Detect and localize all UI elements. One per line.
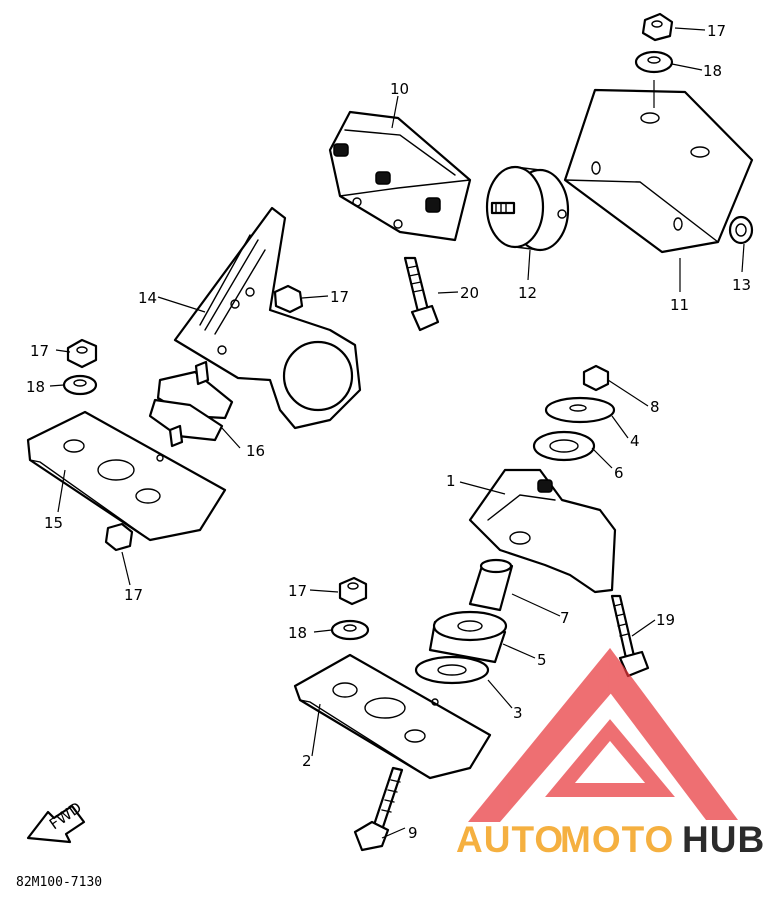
callout-8: 8 — [650, 398, 660, 416]
part-2-lower-plate — [293, 653, 492, 780]
part-11-cover — [563, 88, 754, 254]
part-16-rubber-mount — [148, 360, 234, 448]
callout-4: 4 — [630, 432, 640, 450]
callout-18-left: 18 — [26, 378, 45, 396]
part-12-round-unit — [485, 165, 570, 252]
callout-12: 12 — [518, 284, 537, 302]
callout-9: 9 — [408, 824, 418, 842]
callout-15: 15 — [44, 514, 63, 532]
callout-6: 6 — [614, 464, 624, 482]
callout-numbers: 17 18 10 11 13 12 20 14 17 17 18 16 15 1… — [26, 22, 751, 842]
part-18-left-washer — [62, 374, 98, 396]
callout-17-lower-left: 17 — [124, 586, 143, 604]
part-7-sleeve — [468, 558, 514, 612]
callout-7: 7 — [560, 609, 570, 627]
callout-17-upper-right: 17 — [330, 288, 349, 306]
watermark-logo-icon — [468, 648, 738, 822]
callout-17-left: 17 — [30, 342, 49, 360]
callout-14: 14 — [138, 289, 157, 307]
part-17-right-nut-upper — [273, 284, 304, 314]
callout-17-lower-middle: 17 — [288, 582, 307, 600]
callout-20: 20 — [460, 284, 479, 302]
part-4-washer — [544, 396, 616, 424]
part-14-stay — [173, 206, 362, 430]
leader-lines — [49, 27, 745, 839]
part-17-top-nut — [641, 12, 674, 42]
callout-11: 11 — [670, 296, 689, 314]
callout-16: 16 — [246, 442, 265, 460]
callout-2: 2 — [302, 752, 312, 770]
part-3-washer — [414, 655, 490, 685]
callout-19: 19 — [656, 611, 675, 629]
part-6-spacer — [532, 430, 596, 462]
part-17-left-nut — [66, 338, 98, 369]
part-17-lower-middle-nut — [338, 576, 368, 606]
diagram-code: 82M100-7130 — [16, 875, 102, 890]
watermark-text: AUTO MOTO HUB — [456, 819, 765, 860]
part-1-bracket — [468, 468, 617, 594]
fwd-arrow-icon: FWD — [26, 798, 86, 844]
watermark-part-moto: MOTO — [560, 819, 674, 860]
part-13-grommet — [728, 215, 754, 245]
callout-1: 1 — [446, 472, 456, 490]
part-17-lower-left-nut — [104, 522, 134, 552]
part-18-lower-middle-washer — [330, 619, 370, 641]
part-8-nut — [582, 364, 610, 392]
callout-5: 5 — [537, 651, 547, 669]
part-10-upper-bracket — [328, 110, 472, 242]
part-18-top-washer — [634, 50, 674, 74]
callout-3: 3 — [513, 704, 523, 722]
part-9-bolt — [353, 766, 404, 852]
part-15-left-plate — [26, 410, 227, 542]
watermark-part-hub: HUB — [682, 819, 765, 860]
watermark-part-auto: AUTO — [456, 819, 564, 860]
part-20-bolt — [403, 256, 440, 332]
callout-18-top: 18 — [703, 62, 722, 80]
callout-13: 13 — [732, 276, 751, 294]
callout-18-lower-middle: 18 — [288, 624, 307, 642]
part-5-cylinder — [428, 610, 508, 664]
callout-17-top: 17 — [707, 22, 726, 40]
part-19-bolt — [610, 594, 650, 678]
callout-10: 10 — [390, 80, 409, 98]
